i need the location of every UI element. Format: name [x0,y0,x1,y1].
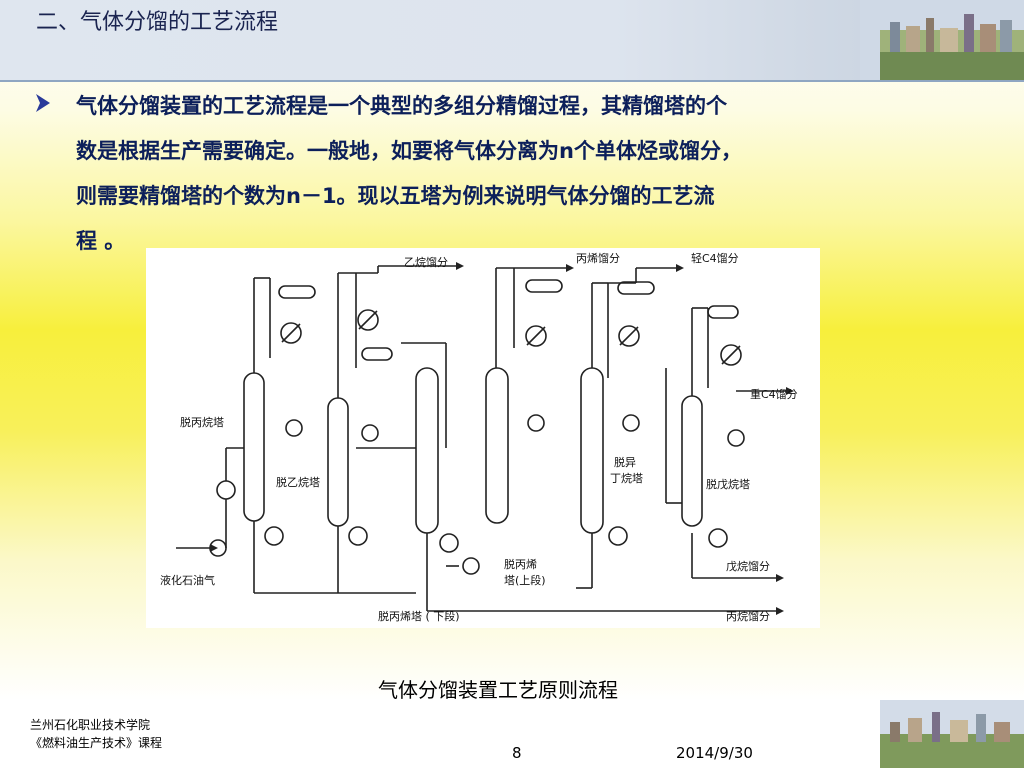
bullet-line: 程 。 [76,229,126,253]
label-deisobutanizer: 脱异 [614,455,636,469]
decorative-cityscape-image [860,0,1024,80]
bullet-line: 数是根据生产需要确定。一般地，如要将气体分离为n个单体烃或馏分， [76,139,742,163]
label-lpg-feed: 液化石油气 [160,573,215,587]
slide-header: 二、气体分馏的工艺流程 [0,0,1024,82]
label-depropanizer: 脱丙烷塔 [180,415,224,429]
bullet-text: 气体分馏装置的工艺流程是一个典型的多组分精馏过程，其精馏塔的个 数是根据生产需要… [76,84,976,264]
label-propylene-fraction: 丙烯馏分 [576,251,620,265]
depropylenizer-upper-tower [485,367,509,524]
depentanizer-tower [681,395,703,527]
label-deisobutanizer-2: 丁烷塔 [610,471,643,485]
depropylenizer-lower-tower [415,367,439,534]
label-depropylenizer-upper-2: 塔(上段) [504,573,546,587]
decorative-footer-image [880,700,1024,768]
arrowhead-bullet-icon [36,94,50,112]
page-number: 8 [512,744,522,762]
deisobutanizer-tower [580,367,604,534]
depropanizer-tower [243,372,265,522]
footer-org: 兰州石化职业技术学院 [30,718,151,732]
label-ethane-fraction: 乙烷馏分 [404,255,448,269]
deethanizer-tower [327,397,349,527]
label-propane-fraction: 丙烷馏分 [726,609,770,623]
bullet-line: 则需要精馏塔的个数为n－1。现以五塔为例来说明气体分馏的工艺流 [76,184,715,208]
label-light-c4-fraction: 轻C4馏分 [691,251,739,265]
label-depentanizer: 脱戊烷塔 [706,477,750,491]
process-flow-diagram: 乙烷馏分 丙烯馏分 轻C4馏分 重C4馏分 戊烷馏分 丙烷馏分 脱丙烷塔 脱乙烷… [146,248,820,628]
label-depropylenizer-lower: 脱丙烯塔 ( 下段) [378,609,460,623]
label-depropylenizer-upper: 脱丙烯 [504,557,537,571]
footer-course: 《燃料油生产技术》课程 [30,736,163,750]
slide-title: 二、气体分馏的工艺流程 [36,10,279,35]
label-deethanizer: 脱乙烷塔 [276,475,320,489]
slide-date: 2014/9/30 [676,744,753,762]
diagram-caption: 气体分馏装置工艺原则流程 [378,678,618,702]
footer-info: 兰州石化职业技术学院 《燃料油生产技术》课程 [30,716,162,752]
bullet-line: 气体分馏装置的工艺流程是一个典型的多组分精馏过程，其精馏塔的个 [76,94,727,118]
label-pentane-fraction: 戊烷馏分 [726,559,770,573]
label-heavy-c4-fraction: 重C4馏分 [750,387,798,401]
